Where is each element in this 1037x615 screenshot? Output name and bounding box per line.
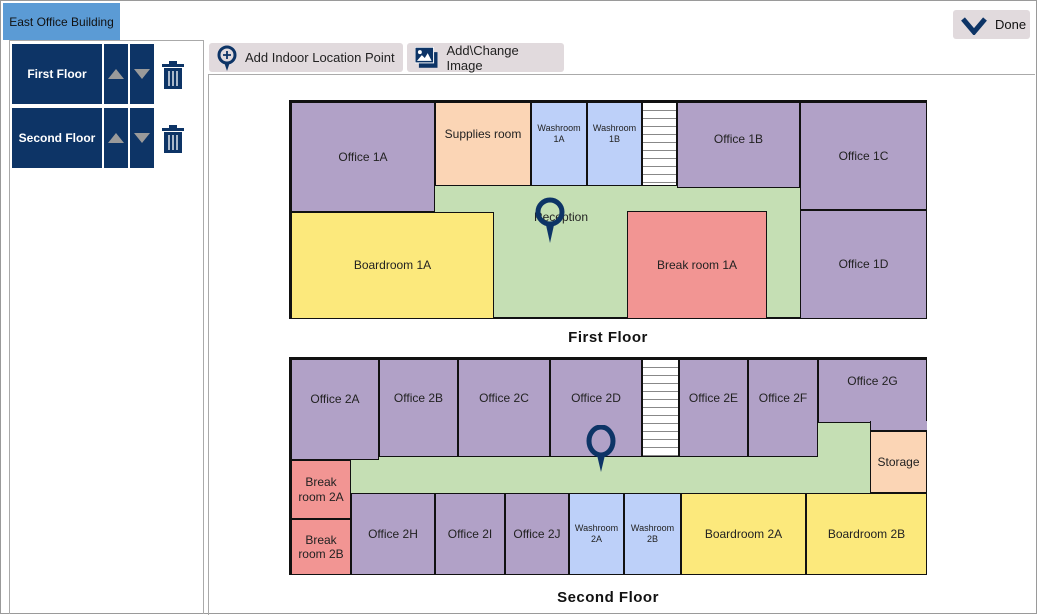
room[interactable]: Office 2F (748, 359, 818, 457)
second-floor-title: Second Floor (557, 589, 659, 606)
floor-plan-canvas[interactable] (208, 74, 1035, 615)
room[interactable]: Office 2G (818, 359, 927, 423)
location-pin-add-icon (217, 45, 237, 71)
floor-list-panel: First Floor Second Floor (9, 40, 204, 614)
stairs (642, 359, 679, 457)
room[interactable]: Washroom 2B (624, 493, 681, 575)
room[interactable]: Office 1D (800, 210, 927, 319)
move-up-button[interactable] (104, 108, 128, 168)
add-point-label: Add Indoor Location Point (245, 50, 395, 65)
room[interactable]: Break room 2A (291, 460, 351, 519)
image-icon (415, 46, 438, 68)
office-2g-extension (870, 421, 927, 431)
arrow-down-icon (134, 69, 150, 79)
floor-name-button[interactable]: Second Floor (12, 108, 102, 168)
floor-name-button[interactable]: First Floor (12, 44, 102, 104)
room[interactable]: Office 2D (550, 359, 642, 457)
room[interactable]: Boardroom 2A (681, 493, 806, 575)
add-image-label: Add\Change Image (446, 42, 519, 73)
room[interactable]: Office 1B (677, 102, 800, 188)
location-pin-icon[interactable] (586, 425, 616, 475)
add-indoor-location-point-button[interactable]: Add Indoor Location Point (209, 43, 403, 72)
room[interactable]: Office 2J (505, 493, 569, 575)
add-change-image-button[interactable]: Add\Change Image (407, 42, 564, 73)
room[interactable]: Boardroom 1A (291, 212, 494, 319)
room[interactable]: Boardroom 2B (806, 493, 927, 575)
room[interactable]: Break room 2B (291, 519, 351, 575)
floor-item-second: Second Floor (12, 108, 184, 168)
room[interactable]: Washroom 2A (569, 493, 624, 575)
room[interactable]: Break room 1A (627, 211, 767, 319)
room[interactable]: Office 2A (291, 359, 379, 460)
move-down-button[interactable] (130, 108, 154, 168)
done-label: Done (995, 17, 1027, 32)
room[interactable]: Office 1A (291, 102, 435, 212)
stairs (642, 102, 677, 186)
tab-label: East Office Building (9, 14, 114, 29)
room[interactable]: Washroom 1A (531, 102, 587, 186)
room[interactable]: Office 2I (435, 493, 505, 575)
first-floor-title: First Floor (568, 329, 648, 346)
room[interactable]: Washroom 1B (587, 102, 642, 186)
move-up-button[interactable] (104, 44, 128, 104)
room[interactable]: Office 2E (679, 359, 748, 457)
arrow-up-icon (108, 69, 124, 79)
tab-east-office-building[interactable]: East Office Building (3, 3, 120, 40)
move-down-button[interactable] (130, 44, 154, 104)
second-floor-plan: Office 2A Office 2B Office 2C Office 2D … (289, 357, 927, 575)
delete-floor-icon[interactable] (162, 61, 184, 89)
location-pin-icon[interactable] (535, 197, 565, 249)
room[interactable]: Office 2C (458, 359, 550, 457)
arrow-down-icon (134, 133, 150, 143)
room[interactable]: Supplies room (435, 102, 531, 186)
floor-item-first: First Floor (12, 44, 184, 104)
room[interactable]: Office 2B (379, 359, 458, 457)
arrow-up-icon (108, 133, 124, 143)
room[interactable]: Office 1C (800, 102, 927, 210)
room[interactable]: Storage (870, 431, 927, 493)
room[interactable]: Office 2H (351, 493, 435, 575)
done-button[interactable]: Done (953, 10, 1030, 39)
delete-floor-icon[interactable] (162, 125, 184, 153)
checkmark-icon (961, 16, 987, 35)
first-floor-plan: Office 1A Supplies room Washroom 1A Wash… (289, 100, 927, 319)
